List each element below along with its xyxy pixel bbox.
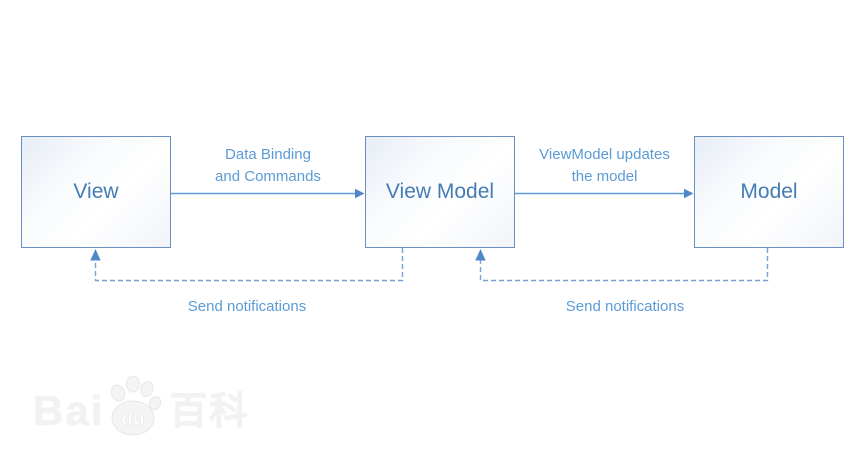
baidu-paw-icon: du (111, 376, 162, 436)
arrowhead-up-icon (90, 249, 101, 261)
arrowhead-right-icon (355, 188, 365, 199)
arrow-label-line-2: the model (571, 168, 638, 185)
box-viewmodel: View Model (365, 136, 515, 248)
dashed-arrow-viewmodel-to-view (90, 248, 404, 282)
dashed-arrow-model-to-viewmodel (475, 248, 769, 282)
arrow-label-line-2: and Commands (215, 168, 321, 185)
watermark-baike-text: 百科 (169, 391, 250, 433)
arrowhead-up-icon (475, 249, 486, 261)
box-viewmodel-label: View Model (385, 180, 495, 203)
arrow-label-send-notifications-left: Send notifications (150, 296, 344, 318)
watermark-bai-text: Bai (33, 387, 105, 434)
arrow-label-line-1: Send notifications (565, 298, 685, 315)
arrow-view-to-viewmodel (171, 188, 365, 199)
arrow-label-line-1: Send notifications (187, 298, 307, 315)
arrow-label-send-notifications-right: Send notifications (528, 296, 722, 318)
arrow-label-line-1: ViewModel updates (539, 146, 670, 163)
arrow-label-viewmodel-updates: ViewModel updates the model (515, 144, 694, 188)
arrowhead-right-icon (684, 188, 694, 199)
arrow-viewmodel-to-model (515, 188, 694, 199)
watermark-du-text: du (122, 409, 145, 430)
box-view: View (21, 136, 171, 248)
arrow-label-line-1: Data Binding (225, 146, 311, 163)
arrow-label-data-binding: Data Binding and Commands (171, 144, 365, 188)
box-model: Model (694, 136, 844, 248)
box-view-label: View (73, 180, 119, 203)
baidu-baike-watermark: Bai du 百科 (33, 376, 250, 436)
box-model-label: Model (740, 180, 798, 203)
